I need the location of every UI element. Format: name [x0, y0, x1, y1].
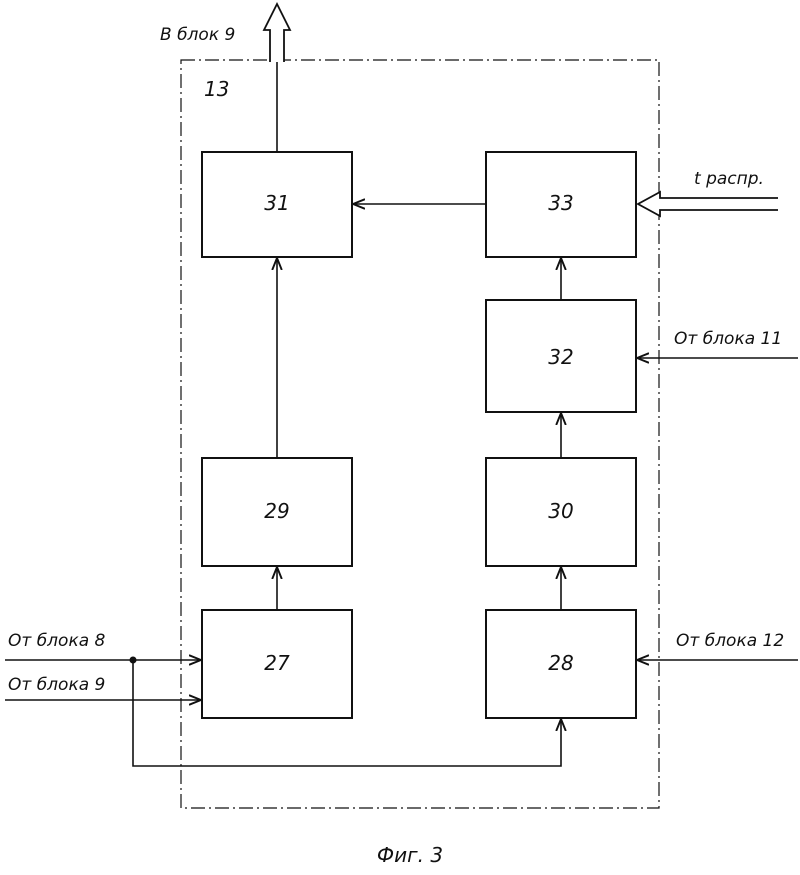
- block-33-label: 33: [548, 191, 573, 215]
- block-28-label: 28: [548, 651, 573, 675]
- figure-caption: Фиг. 3: [377, 843, 443, 867]
- block-27-label: 27: [264, 651, 290, 675]
- input-t-distr-hollow-arrow-icon: [638, 192, 778, 216]
- block-32-label: 32: [548, 345, 573, 369]
- block-33: 33: [486, 152, 636, 257]
- block-31: 31: [202, 152, 352, 257]
- block-27: 27: [202, 610, 352, 718]
- block-28: 28: [486, 610, 636, 718]
- block-30: 30: [486, 458, 636, 566]
- output-hollow-arrow-icon: [264, 4, 290, 62]
- from-block-12-label: От блока 12: [676, 631, 784, 651]
- output-label: В блок 9: [160, 25, 235, 45]
- block-29: 29: [202, 458, 352, 566]
- from-block-8-label: От блока 8: [8, 631, 106, 651]
- input-t-distr-label: t распр.: [694, 169, 764, 189]
- block-32: 32: [486, 300, 636, 412]
- block-29-label: 29: [264, 499, 289, 523]
- from-block-9-label: От блока 9: [8, 675, 105, 695]
- from-block-11-label: От блока 11: [674, 329, 782, 349]
- unit-13-label: 13: [204, 77, 229, 101]
- block-31-label: 31: [264, 191, 289, 215]
- block-30-label: 30: [548, 499, 573, 523]
